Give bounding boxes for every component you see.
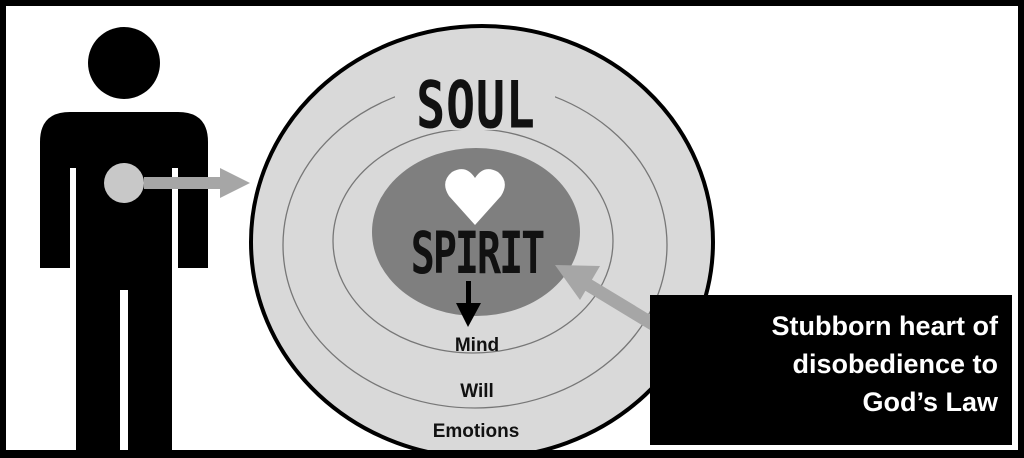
arrow-down-icon xyxy=(456,281,481,327)
callout-line: Stubborn heart of xyxy=(771,311,998,341)
soul-label: SOUL xyxy=(416,68,536,144)
heart-icon xyxy=(445,169,505,225)
diagram-panel: SOUL SPIRIT Mind Will Emotions Stubborn … xyxy=(6,6,1018,450)
diagram-graphics xyxy=(40,24,726,450)
chest-heart-marker xyxy=(104,163,144,203)
spirit-label: SPIRIT xyxy=(410,220,545,288)
will-label: Will xyxy=(460,381,494,402)
callout-line: disobedience to xyxy=(792,349,998,379)
person-silhouette-icon xyxy=(40,27,208,450)
callout-line: God’s Law xyxy=(862,387,998,417)
spirit-circle xyxy=(372,148,580,316)
callout-box: Stubborn heart of disobedience to God’s … xyxy=(650,295,1012,445)
arrow-right-icon xyxy=(144,168,250,198)
emotions-label: Emotions xyxy=(432,421,520,442)
mind-label: Mind xyxy=(454,335,500,356)
